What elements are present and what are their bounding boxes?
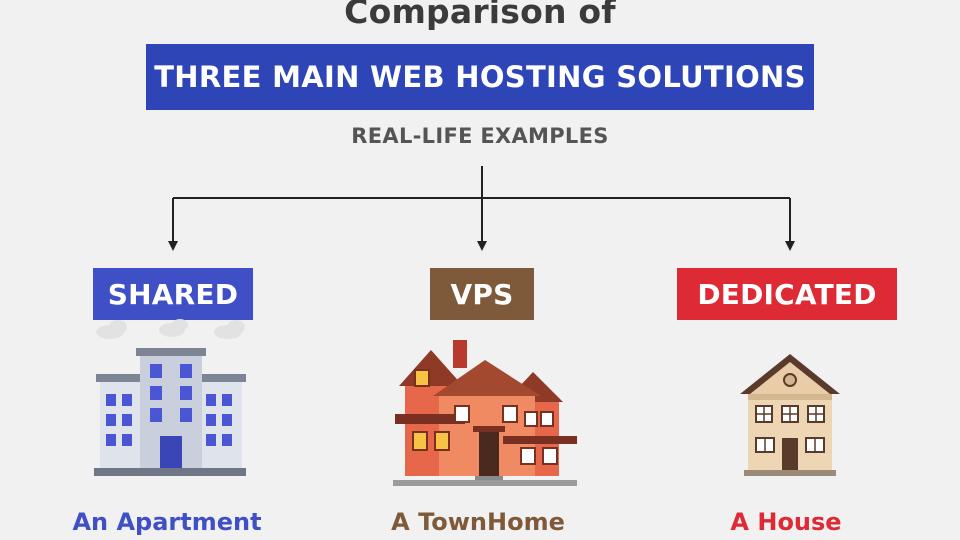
label-shared: SHARED <box>93 268 253 320</box>
apartment-building-icon <box>94 319 246 476</box>
townhome-icon <box>393 340 577 486</box>
label-vps: VPS <box>430 268 534 320</box>
caption-vps: A TownHome <box>391 508 565 536</box>
diagram-subtitle: REAL-LIFE EXAMPLES <box>351 124 609 148</box>
caption-dedicated: A House <box>730 508 842 536</box>
title-banner: THREE MAIN WEB HOSTING SOLUTIONS <box>146 44 814 110</box>
connector-lines <box>168 166 795 251</box>
diagram-title: Comparison of <box>344 0 616 31</box>
label-dedicated: DEDICATED <box>677 268 897 320</box>
house-icon <box>740 354 840 476</box>
caption-shared: An Apartment <box>72 508 262 536</box>
